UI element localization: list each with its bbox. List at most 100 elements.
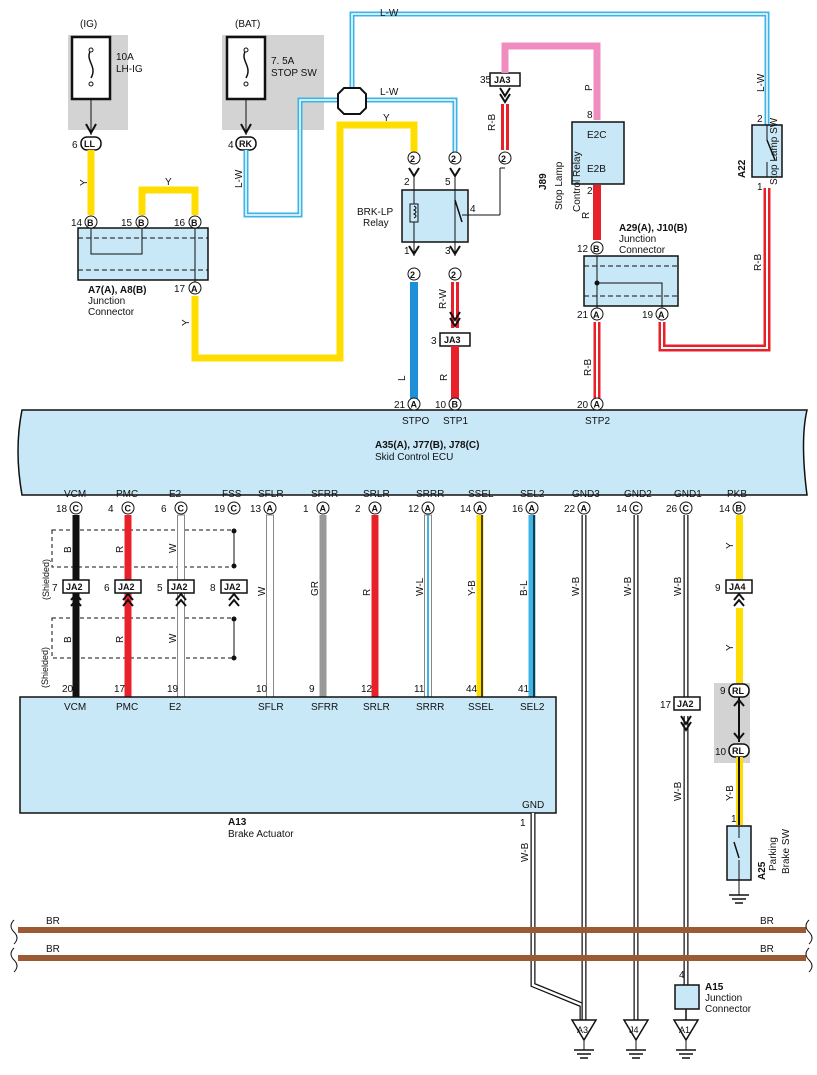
wire-label-9: B-L xyxy=(519,580,530,596)
shielded-1: (Shielded) xyxy=(41,559,51,600)
act-pin-num-5: 12 xyxy=(361,684,373,695)
a25-name2: Brake SW xyxy=(781,828,792,874)
p-label: P xyxy=(584,84,595,91)
ecu-bottom-pins: VCMC18PMCC4E2C6FSSC19SFLRA13SFRRA1SRLRA2… xyxy=(56,489,747,515)
a7-pin14: 14 xyxy=(71,218,83,229)
wire-label2-1: R xyxy=(115,636,126,643)
ja4-pin: 9 xyxy=(715,583,721,594)
brk-lp-relay: 2 2 2 2 2 5 1 3 4 BRK-LP Relay xyxy=(357,151,500,281)
splice-octagon xyxy=(337,87,367,115)
wire-2 xyxy=(177,514,185,698)
wire-label2-0: B xyxy=(63,636,74,643)
actuator-gnd-pin: 1 xyxy=(520,818,526,829)
ja3-bot: JA3 xyxy=(444,335,461,345)
a29-c21: A xyxy=(593,310,600,320)
a7-pin17-c: A xyxy=(191,284,198,294)
ecu-top-sig-1: STP1 xyxy=(443,416,468,427)
j89-bot: E2B xyxy=(587,164,606,175)
ecu-bot-pin-12-num: 26 xyxy=(666,504,678,515)
wire-label-8: Y-B xyxy=(467,580,478,596)
ecu-bot-pin-9-letter: A xyxy=(529,504,536,514)
act-pin-num-4: 9 xyxy=(309,684,315,695)
a7-pin14-c: B xyxy=(87,218,94,228)
a22-id: A22 xyxy=(737,159,748,178)
br-wires: BR BR BR BR xyxy=(10,916,813,973)
ja3-top: JA3 xyxy=(494,75,511,85)
ecu-bot-pin-10-letter: A xyxy=(581,504,588,514)
ecu-bot-pin-6-letter: A xyxy=(372,504,379,514)
a15-name1: Junction xyxy=(705,993,742,1004)
ecu-bot-pin-13-circle xyxy=(732,501,746,515)
ecu-bot-pin-4-circle xyxy=(263,501,277,515)
ecu-bot-sig-11: GND2 xyxy=(624,489,652,500)
ecu-bot-pin-2-letter: C xyxy=(178,504,185,514)
ecu-top-pin-0-letter: A xyxy=(411,400,418,410)
ecu-bot-pin-0-letter: C xyxy=(73,504,80,514)
ja3-top-pin: 35 xyxy=(480,75,492,86)
ecu-bot-pin-1-letter: C xyxy=(125,504,132,514)
ecu-bot-pin-5-circle xyxy=(316,501,330,515)
rl-conn-1: RL xyxy=(732,686,744,696)
a15-name2: Connector xyxy=(705,1004,752,1015)
ecu-bot-sig-1: PMC xyxy=(116,489,138,500)
ecu-bot-pin-12-circle xyxy=(679,501,693,515)
a29-name1: Junction xyxy=(619,234,656,245)
wire-label-1: R xyxy=(115,546,126,553)
ecu-top-pin-1-num: 10 xyxy=(435,400,447,411)
ecu-bot-sig-8: SSEL xyxy=(468,489,494,500)
j89-p8: 8 xyxy=(587,110,593,121)
ja2-gnd-pin: 17 xyxy=(660,700,672,711)
relay-c5: 2 xyxy=(501,154,506,164)
act-pin-num-3: 10 xyxy=(256,684,268,695)
ja3-bot-pin: 3 xyxy=(431,336,437,347)
wire-label2-2: W xyxy=(168,633,179,643)
y-label-4: Y xyxy=(383,113,390,124)
ecu-top-pin-1-letter: B xyxy=(452,400,459,410)
ecu-bot-pin-10-circle xyxy=(577,501,591,515)
wire-label-7: W-L xyxy=(415,577,426,596)
a25-name1: Parking xyxy=(768,837,779,871)
act-pin-sig-6: SRRR xyxy=(416,702,444,713)
fuse-bat-name: STOP SW xyxy=(271,68,317,79)
brake-actuator: GND 1 A13 Brake Actuator xyxy=(19,696,557,840)
wire-rb xyxy=(593,188,771,402)
y-label-2: Y xyxy=(165,177,172,188)
ja2-name-0: JA2 xyxy=(66,582,83,592)
ecu-top-pin-1-circle xyxy=(448,397,462,411)
junction-a29: B 12 A A 21 19 A29(A), J10(B) Junction C… xyxy=(577,223,687,321)
fuse-ig-rating: 10A xyxy=(116,52,134,63)
wire-label-6: R xyxy=(362,589,373,596)
a29-p19: 19 xyxy=(642,310,654,321)
a7-pin17: 17 xyxy=(174,284,186,295)
ecu-bot-pin-0-circle xyxy=(69,501,83,515)
l-label: L xyxy=(397,375,408,381)
ja2-arrow-0 xyxy=(70,592,82,607)
relay-c4: 2 xyxy=(451,270,456,280)
fuse-bat: (BAT) 7. 5A STOP SW xyxy=(222,19,324,130)
a29-c12: B xyxy=(593,244,600,254)
rw-label: R-W xyxy=(438,288,449,309)
parking-brake-switch: 1 A25 Parking Brake SW xyxy=(726,814,792,904)
ja2-pin-1: 6 xyxy=(104,583,110,594)
wire-label-2: W xyxy=(168,543,179,553)
ecu-top-pin-0-num: 21 xyxy=(394,400,406,411)
ecu-bot-pin-5-num: 1 xyxy=(303,504,309,515)
br-label-1: BR xyxy=(46,916,60,927)
ecu-bot-sig-5: SFRR xyxy=(311,489,338,500)
a7-pin15: 15 xyxy=(121,218,133,229)
a29-p12: 12 xyxy=(577,244,589,255)
wire-label-4: W xyxy=(257,586,268,596)
ecu-bot-pin-13-num: 14 xyxy=(719,504,731,515)
a15-pin: 4 xyxy=(679,970,685,981)
a7-id: A7(A), A8(B) xyxy=(88,285,147,296)
fuse-ig-source: (IG) xyxy=(80,19,97,30)
ecu-top-pin-2-circle xyxy=(590,397,604,411)
act-pin-num-0: 20 xyxy=(62,684,74,695)
ecu-bot-pin-4-letter: A xyxy=(267,504,274,514)
actuator-pins: 20VCM17PMC19E210SFLR9SFRR12SRLR11SRRR44S… xyxy=(62,684,545,713)
ecu-name: Skid Control ECU xyxy=(375,452,453,463)
shielded-groups xyxy=(51,529,235,659)
y-label-pkb1: Y xyxy=(725,542,736,549)
ecu-top-sig-2: STP2 xyxy=(585,416,610,427)
ecu-bot-sig-13: PKB xyxy=(727,489,747,500)
